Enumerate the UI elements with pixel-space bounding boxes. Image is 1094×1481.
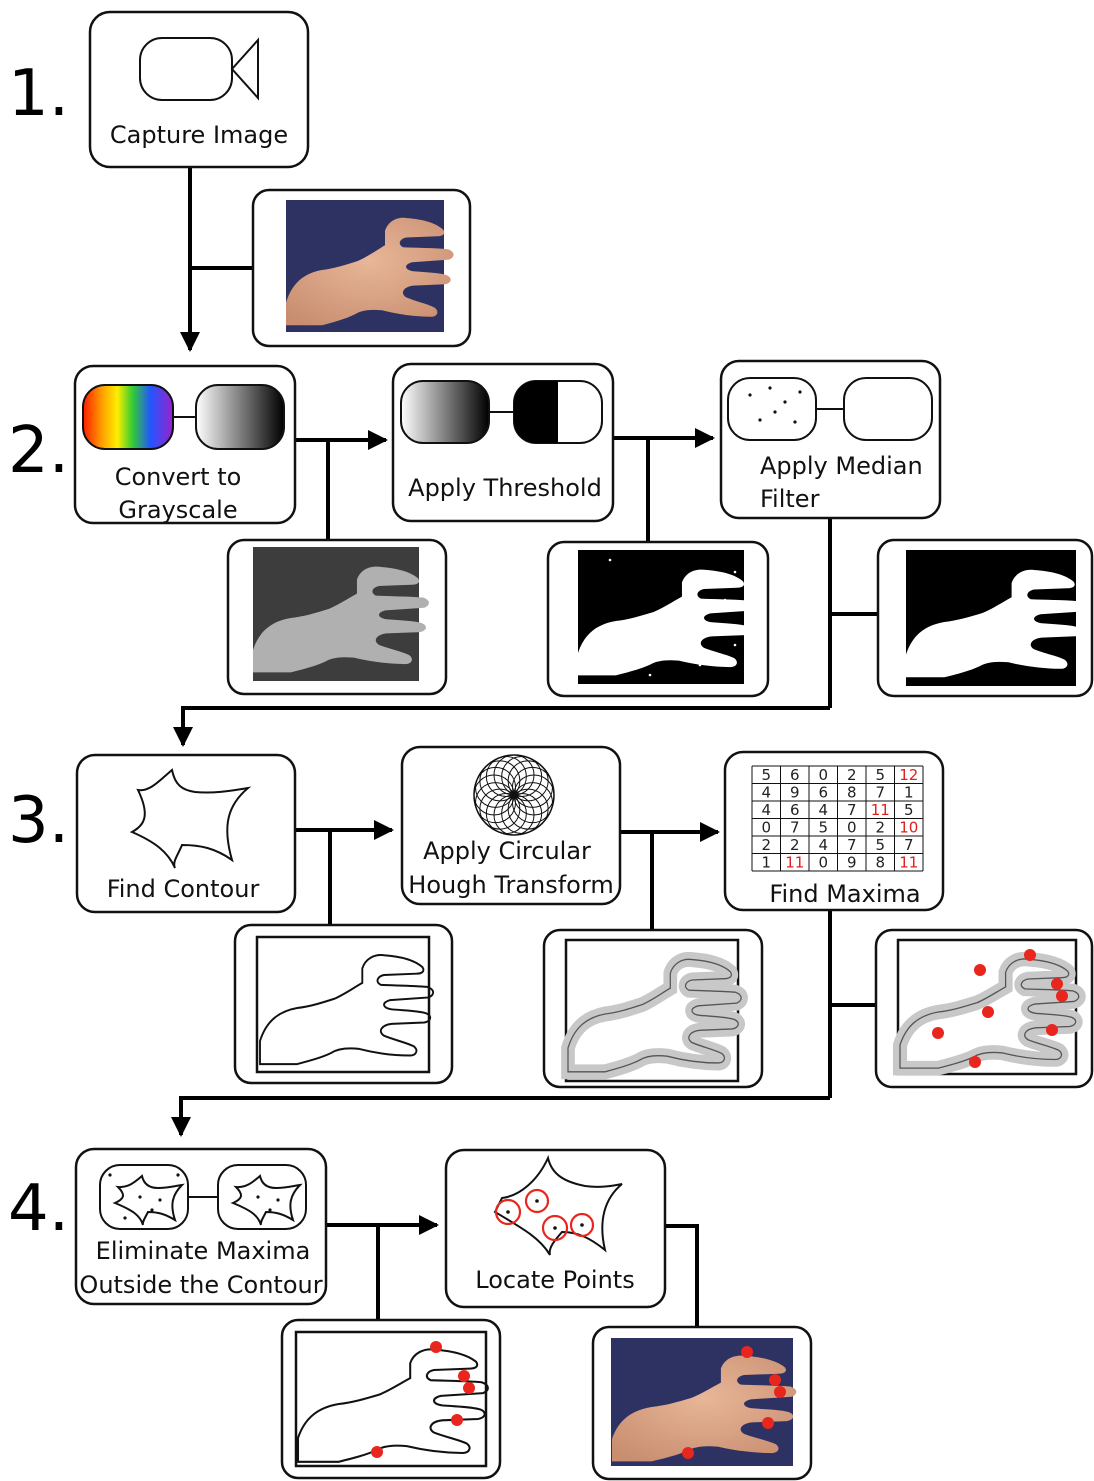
- find-contour-label: Find Contour: [107, 875, 260, 903]
- grid-cell-value: 7: [847, 801, 857, 819]
- grid-cell-value: 7: [904, 836, 914, 854]
- located-points-hand-photo: [591, 1325, 813, 1481]
- grid-cell-value: 10: [899, 819, 918, 837]
- apply-median-filter-box: Apply Median Filter: [719, 359, 942, 520]
- grid-cell-value: 2: [761, 836, 771, 854]
- hough-circle: [507, 760, 549, 802]
- fingertip-markers: [371, 1341, 475, 1458]
- grid-cell-value: 11: [899, 854, 918, 872]
- grid-cell-value: 2: [875, 819, 885, 837]
- eliminate-maxima-label-line2: Outside the Contour: [79, 1271, 322, 1299]
- apply-threshold-label: Apply Threshold: [408, 474, 602, 502]
- contour-shape-icon: [129, 768, 252, 869]
- grid-cell-value: 4: [818, 836, 828, 854]
- locate-points-box: Locate Points: [444, 1148, 667, 1309]
- capture-image-box: Capture Image: [88, 10, 310, 169]
- grid-cell-value: 5: [875, 836, 885, 854]
- grid-cell-value: 0: [847, 819, 857, 837]
- gray-to-binary-icon: [400, 380, 603, 444]
- located-points-icon: [493, 1154, 623, 1256]
- convert-grayscale-label-line1: Convert to: [115, 463, 242, 491]
- hough-circle: [501, 756, 543, 798]
- find-contour-box: Find Contour: [75, 753, 297, 914]
- photo-fingertip-markers: [682, 1346, 786, 1459]
- convert-grayscale-label-line2: Grayscale: [118, 496, 237, 524]
- grid-cell-value: 1: [761, 854, 771, 872]
- grid-cell-value: 7: [847, 836, 857, 854]
- step-4-number: 4.: [8, 1172, 69, 1246]
- grid-cell-value: 5: [875, 766, 885, 784]
- maxima-red-markers: [932, 949, 1068, 1068]
- apply-circular-hough-label-line2: Hough Transform: [408, 871, 613, 899]
- grid-cell-value: 2: [790, 836, 800, 854]
- step-1-number: 1.: [8, 57, 69, 131]
- apply-median-filter-label-line2: Filter: [760, 485, 820, 513]
- grid-cell-value: 4: [818, 801, 828, 819]
- threshold-noise-specks: [608, 558, 737, 677]
- contour-filter-icon: [99, 1164, 307, 1230]
- rainbow-to-gray-icon: [82, 384, 285, 450]
- hand-photo-thumbnail: [251, 188, 472, 348]
- apply-median-filter-label-line1: Apply Median: [760, 452, 923, 480]
- grid-cell-value: 6: [790, 801, 800, 819]
- grid-cell-value: 0: [761, 819, 771, 837]
- grid-cell-value: 4: [761, 784, 771, 802]
- grid-cell-value: 5: [818, 819, 828, 837]
- hough-circles-icon: [473, 754, 555, 836]
- video-camera-icon: [139, 37, 259, 101]
- capture-image-label: Capture Image: [110, 121, 288, 149]
- eliminate-maxima-box: Eliminate Maxima Outside the Contour: [74, 1147, 328, 1306]
- eliminate-maxima-label-line1: Eliminate Maxima: [96, 1237, 311, 1265]
- step-3-number: 3.: [8, 784, 69, 858]
- locate-points-label: Locate Points: [475, 1266, 634, 1294]
- grid-cell-value: 9: [790, 784, 800, 802]
- grid-cell-value: 5: [761, 766, 771, 784]
- contour-hand-thumbnail: [233, 923, 454, 1085]
- grid-cell-value: 0: [818, 854, 828, 872]
- grid-cell-value: 5: [904, 801, 914, 819]
- grid-cell-value: 8: [875, 854, 885, 872]
- grid-cell-value: 6: [818, 784, 828, 802]
- step-2-number: 2.: [8, 414, 69, 488]
- find-maxima-label: Find Maxima: [769, 880, 920, 908]
- grid-cell-value: 1: [904, 784, 914, 802]
- grid-cell-value: 2: [847, 766, 857, 784]
- hough-circle: [511, 766, 553, 808]
- filtered-maxima-hand-thumbnail: [280, 1318, 502, 1480]
- noise-removal-icon: [727, 377, 933, 441]
- grid-cell-value: 11: [871, 801, 890, 819]
- grid-cell-value: 7: [790, 819, 800, 837]
- apply-circular-hough-box: Apply Circular Hough Transform: [400, 745, 622, 906]
- grid-cell-value: 8: [847, 784, 857, 802]
- hough-transform-hand-thumbnail: [542, 928, 764, 1089]
- grid-cell-value: 12: [899, 766, 918, 784]
- apply-circular-hough-label-line1: Apply Circular: [423, 837, 591, 865]
- apply-threshold-box: Apply Threshold: [391, 362, 615, 523]
- convert-grayscale-box: Convert to Grayscale: [73, 364, 297, 525]
- connectors: [171, 168, 878, 1326]
- grid-cell-value: 11: [785, 854, 804, 872]
- grid-cell-value: 9: [847, 854, 857, 872]
- grid-cell-value: 0: [818, 766, 828, 784]
- grid-cell-value: 4: [761, 801, 771, 819]
- median-filtered-hand-thumbnail: [876, 538, 1094, 698]
- maxima-hand-thumbnail: [874, 928, 1094, 1089]
- grayscale-hand-thumbnail: [226, 538, 448, 696]
- grid-cell-value: 7: [875, 784, 885, 802]
- threshold-hand-thumbnail: [546, 540, 770, 698]
- grid-cell-value: 6: [790, 766, 800, 784]
